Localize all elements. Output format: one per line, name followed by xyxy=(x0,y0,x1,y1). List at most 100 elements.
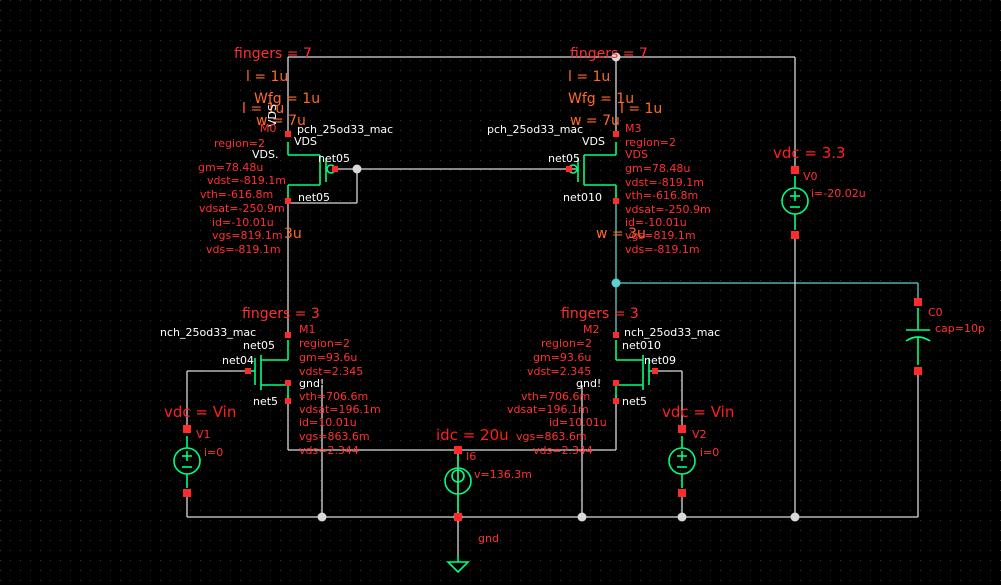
m3-wfg-label: Wfg = 1u xyxy=(568,91,634,107)
m2-id: id=10.01u xyxy=(549,416,607,429)
m1-vds-val: vds=2.344 xyxy=(299,444,359,457)
m1-vgs: vgs=863.6m xyxy=(299,430,370,443)
pmos-icon[interactable] xyxy=(568,142,617,200)
m0-l2-label: l = 1u xyxy=(242,101,284,117)
m3-vds-val: vds=-819.1m xyxy=(625,243,700,256)
m0-region: region=2 xyxy=(214,137,265,150)
m0-gm: gm=78.48u xyxy=(198,161,263,174)
m1-gm: gm=93.6u xyxy=(299,351,357,364)
m0-model: pch_25od33_mac xyxy=(297,123,393,136)
m1-gnd: gnd! xyxy=(299,377,324,390)
m2-name: M2 xyxy=(583,323,600,336)
m2-gm: gm=93.6u xyxy=(533,351,591,364)
m2-fingers-label: fingers = 3 xyxy=(561,306,639,322)
i6-voltage: v=136.3m xyxy=(474,468,532,481)
m0-vgs: vgs=819.1m xyxy=(212,229,283,242)
m2-gnd: gnd! xyxy=(576,377,601,390)
m0-id: id=-10.01u xyxy=(212,216,274,229)
m0-vds-rotated: VDS xyxy=(266,104,279,127)
v0-current: i=-20.02u xyxy=(811,187,866,200)
v2-value: vdc = Vin xyxy=(662,403,734,421)
m1-model: nch_25od33_mac xyxy=(160,326,256,339)
nmos-icon[interactable] xyxy=(615,340,655,400)
m1-net-top: net05 xyxy=(243,339,275,352)
c0-value: cap=10p xyxy=(935,322,985,335)
v2-current: i=0 xyxy=(700,446,719,459)
m3-vdsat: vdsat=-250.9m xyxy=(625,203,711,216)
ground-icon xyxy=(446,555,470,574)
m0-vds2: VDS. xyxy=(252,148,278,161)
m3-l-label: l = 1u xyxy=(568,69,610,85)
m2-vgs: vgs=863.6m xyxy=(516,430,587,443)
m3-vth: vth=-616.8m xyxy=(625,189,698,202)
m1-id: id=10.01u xyxy=(299,416,357,429)
m1-vth: vth=706.6m xyxy=(299,390,368,403)
m3-vdst: vdst=-819.1m xyxy=(625,176,704,189)
m3-vds2: VDS xyxy=(625,148,648,161)
m1-fingers-label: fingers = 3 xyxy=(242,306,320,322)
m0-net-gate: net05 xyxy=(298,191,330,204)
m0-wfg-label: Wfg = 1u xyxy=(254,91,320,107)
m2-vds-val: vds=2.344 xyxy=(533,444,593,457)
m1-name: M1 xyxy=(299,323,316,336)
m2-net-gate: net09 xyxy=(644,354,676,367)
nmos-icon[interactable] xyxy=(248,340,289,400)
m3-region: region=2 xyxy=(625,136,676,149)
m1-region: region=2 xyxy=(299,337,350,350)
voltage-source-icon[interactable] xyxy=(781,176,809,230)
m1-net-gate: net04 xyxy=(222,354,254,367)
m1-net-src: net5 xyxy=(253,395,278,408)
m3-w-overlap: w = 3u xyxy=(596,226,646,242)
v2-name: V2 xyxy=(692,428,707,441)
m3-name: M3 xyxy=(625,122,642,135)
m2-region: region=2 xyxy=(541,337,592,350)
capacitor-icon[interactable] xyxy=(905,308,931,365)
m0-w-overlap: 3u xyxy=(284,226,302,242)
m2-net-src: net5 xyxy=(622,395,647,408)
voltage-source-icon[interactable] xyxy=(668,436,696,488)
m2-vth: vth=706.6m xyxy=(521,390,590,403)
i6-name: I6 xyxy=(466,450,476,463)
m3-net-drain: net010 xyxy=(563,191,602,204)
m3-fingers-label: fingers = 7 xyxy=(570,46,648,62)
m1-vdst: vdst=2.345 xyxy=(299,365,363,378)
voltage-source-icon[interactable] xyxy=(173,436,201,488)
m0-net-drain: net05 xyxy=(318,152,350,165)
m0-vds: VDS xyxy=(294,135,317,148)
current-source-icon[interactable] xyxy=(444,456,472,512)
m2-net-top: net010 xyxy=(622,339,661,352)
m2-model: nch_25od33_mac xyxy=(624,326,720,339)
v1-name: V1 xyxy=(196,428,211,441)
wires[interactable] xyxy=(186,56,919,555)
m3-net-gate: net05 xyxy=(548,152,580,165)
m3-model: pch_25od33_mac xyxy=(487,123,583,136)
i6-value: idc = 20u xyxy=(436,426,509,444)
m2-vdst: vdst=2.345 xyxy=(527,365,591,378)
m3-gm: gm=78.48u xyxy=(625,162,690,175)
m0-l-label: l = 1u xyxy=(246,69,288,85)
pins xyxy=(183,131,922,521)
gnd-label: gnd xyxy=(478,532,499,545)
v0-name: V0 xyxy=(803,170,818,183)
c0-name: C0 xyxy=(928,306,943,319)
v1-current: i=0 xyxy=(204,446,223,459)
v0-value: vdc = 3.3 xyxy=(773,144,846,162)
m0-vdst: vdst=-819.1m xyxy=(207,174,286,187)
m0-name: M0 xyxy=(260,122,277,135)
m3-id: id=-10.01u xyxy=(625,216,687,229)
m3-l2-label: l = 1u xyxy=(620,101,662,117)
m0-fingers-label: fingers = 7 xyxy=(234,46,312,62)
m0-vds-val: vds=-819.1m xyxy=(206,243,281,256)
m0-w-label: w = 7u xyxy=(256,113,306,129)
m0-vth: vth=-616.8m xyxy=(200,188,273,201)
m3-vds: VDS xyxy=(582,135,605,148)
m1-vdsat: vdsat=196.1m xyxy=(299,403,381,416)
m3-vgs: vgs=819.1m xyxy=(625,229,696,242)
m0-vdsat: vdsat=-250.9m xyxy=(199,202,285,215)
v1-value: vdc = Vin xyxy=(164,403,236,421)
m3-w-label: w = 7u xyxy=(570,113,620,129)
junctions xyxy=(317,52,800,522)
